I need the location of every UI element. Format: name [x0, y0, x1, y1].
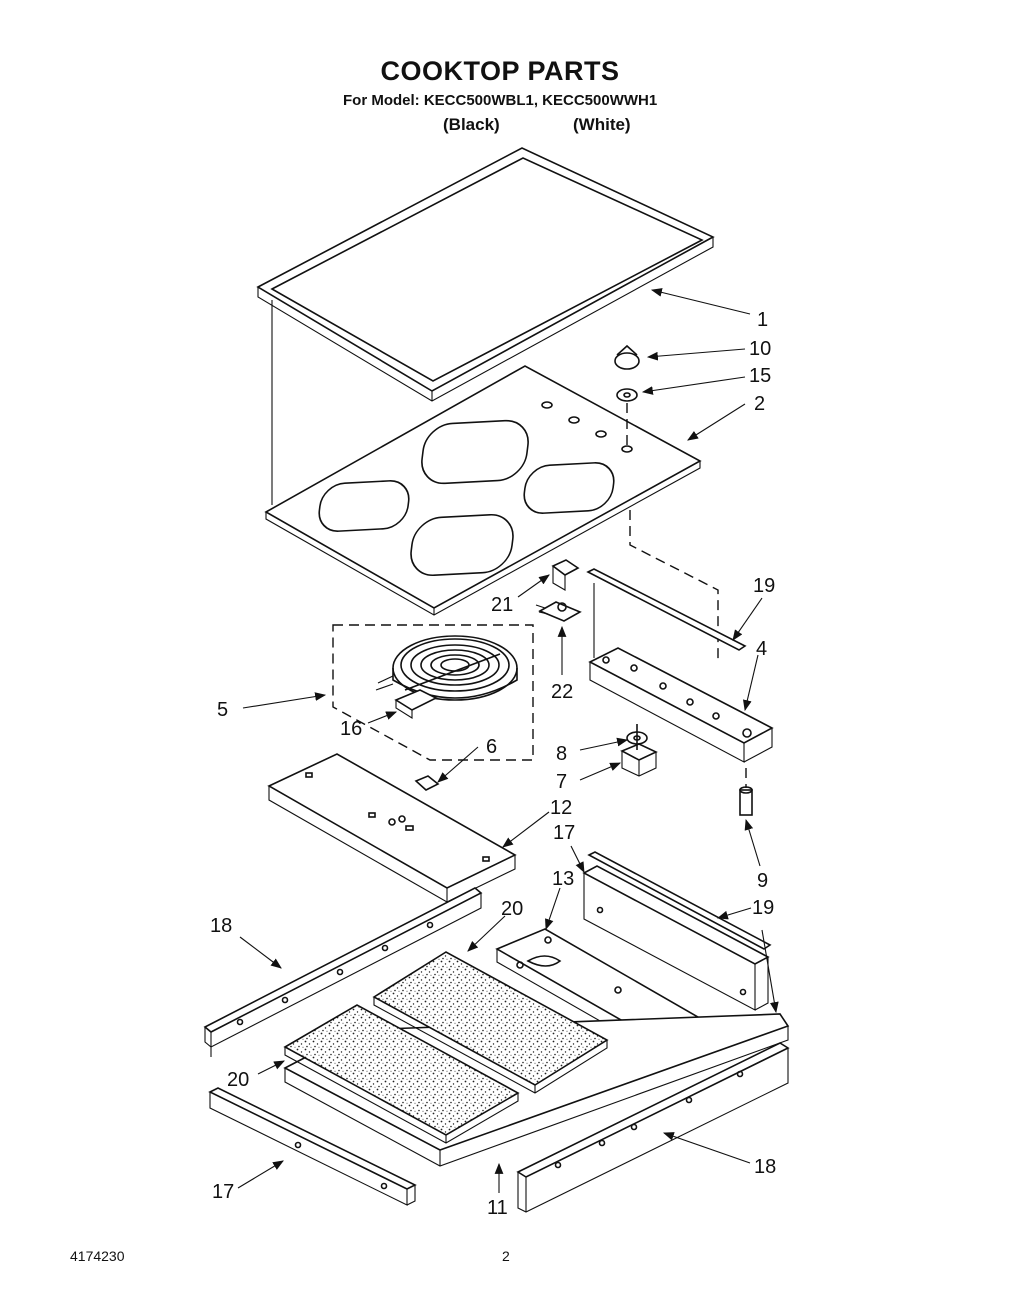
callout-9: 9 [757, 870, 768, 892]
callout-4: 4 [756, 638, 767, 660]
channel-part-17-upper [582, 865, 770, 1011]
callout-15: 15 [749, 365, 771, 387]
callout-2: 2 [754, 393, 765, 415]
callout-16: 16 [340, 718, 362, 740]
callout-5: 5 [217, 699, 228, 721]
control-bracket-part-4 [588, 647, 774, 763]
radiant-element-part-5 [392, 635, 518, 701]
callout-18-right: 18 [754, 1156, 776, 1178]
callout-13: 13 [552, 868, 574, 890]
limiter-part-16 [375, 675, 438, 719]
callout-8: 8 [556, 743, 567, 765]
page-title: COOKTOP PARTS [380, 56, 620, 86]
strip-part-19-lower [587, 851, 772, 950]
frame-part-1 [256, 147, 715, 402]
callout-18-left: 18 [210, 915, 232, 937]
clip-part-22 [535, 601, 582, 622]
callout-22: 22 [551, 681, 573, 703]
side-rail-part-18-right [516, 1042, 790, 1213]
callout-11: 11 [487, 1197, 508, 1219]
callout-21: 21 [491, 594, 513, 616]
callout-20-lower: 20 [227, 1069, 249, 1091]
clip-part-6 [414, 775, 440, 791]
callout-7: 7 [556, 771, 567, 793]
callout-labels: 1 10 15 2 19 4 21 22 5 16 6 8 7 12 17 13… [210, 309, 776, 1219]
document-number: 4174230 [70, 1248, 125, 1264]
callout-17-lower: 17 [212, 1181, 234, 1203]
callout-20-upper: 20 [501, 898, 523, 920]
guide-line [629, 510, 719, 660]
callout-17-upper: 17 [553, 822, 575, 844]
callout-10: 10 [749, 338, 771, 360]
callout-6: 6 [486, 736, 497, 758]
insulation-part-20-lower [283, 1004, 520, 1144]
color-label-white: (White) [573, 115, 631, 134]
plate-part-12 [267, 753, 517, 903]
color-label-black: (Black) [443, 115, 500, 134]
side-rail-part-18-left [203, 887, 483, 1057]
glass-cooktop-part-2 [264, 365, 702, 616]
callout-19-upper: 19 [753, 575, 775, 597]
callout-12: 12 [550, 797, 572, 819]
callout-19-lower: 19 [752, 897, 774, 919]
knob-part-10 [614, 344, 640, 370]
washer-part-15 [616, 388, 638, 402]
spacer-part-9 [739, 768, 753, 816]
callout-arrows [237, 288, 779, 1193]
strip-part-19 [586, 568, 747, 651]
element-group-box [332, 624, 534, 761]
channel-part-17-lower [208, 1087, 417, 1206]
page-number: 2 [502, 1248, 510, 1264]
model-line: For Model: KECC500WBL1, KECC500WWH1 [343, 92, 658, 109]
callout-1: 1 [757, 309, 768, 331]
bracket-part-21 [551, 559, 580, 591]
insulation-part-20-upper [372, 951, 609, 1094]
switch-part-7 [620, 724, 658, 777]
